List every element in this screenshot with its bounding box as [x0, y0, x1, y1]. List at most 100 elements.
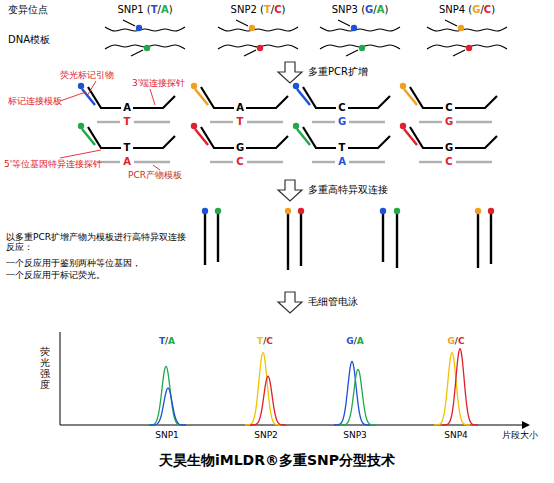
label: SNP3 — [343, 430, 367, 440]
ligation-product — [477, 214, 479, 268]
fluor-dot — [293, 83, 299, 89]
label: DNA模板 — [8, 34, 50, 46]
base-letter: A — [122, 156, 132, 168]
primer-arrow — [346, 50, 358, 56]
peak — [334, 361, 370, 425]
probe-3 — [246, 96, 288, 108]
label: SNP4 — [444, 430, 468, 440]
label-char: / — [373, 4, 376, 15]
label-char: ( — [361, 4, 365, 15]
label-char: P — [346, 4, 352, 15]
base-letter: G — [444, 142, 454, 154]
fluor-dot — [475, 208, 481, 214]
fluor-dot — [285, 208, 291, 214]
label-char: / — [158, 4, 161, 15]
label: T/C — [257, 336, 273, 346]
label-char: ) — [491, 4, 495, 15]
peak — [442, 349, 478, 425]
dna-strand — [218, 27, 298, 31]
dna-strand — [427, 27, 507, 31]
fluor-dot — [394, 208, 400, 214]
template — [419, 121, 442, 123]
label-char: N — [338, 4, 345, 15]
leader-line — [60, 150, 101, 158]
label: SNP3 (G/A) — [332, 4, 389, 16]
label: 5'等位基因特异连接探针 — [4, 159, 102, 169]
probe-3 — [348, 136, 390, 148]
label: G/A — [346, 336, 363, 346]
label: 以多重PCR扩增产物为模板进行高特异双连接反应： — [6, 232, 191, 253]
base-letter: A — [337, 156, 347, 168]
primer-arrow — [131, 50, 143, 56]
label: T/A — [159, 336, 175, 346]
label: 标记连接模板 — [8, 96, 62, 106]
label-char: C — [484, 4, 491, 15]
base-letter: T — [123, 142, 132, 154]
label: SNP2 (T/C) — [231, 4, 286, 16]
probe-3 — [455, 96, 497, 108]
label-char: N — [445, 4, 452, 15]
peak — [148, 366, 184, 425]
label-char: A — [168, 336, 175, 346]
label-char: G — [447, 336, 454, 346]
base-letter: C — [444, 102, 453, 114]
caption: 天昊生物iMLDR®多重SNP分型技术 — [0, 452, 554, 468]
fluor-dot — [78, 83, 84, 89]
base-letter: G — [235, 142, 245, 154]
label-char: G — [346, 336, 353, 346]
fluor-dot — [293, 123, 299, 129]
label: SNP1 — [155, 430, 179, 440]
fluor-dot — [380, 208, 386, 214]
label-char: 3 — [352, 4, 358, 15]
snp-dot — [249, 25, 255, 31]
template — [312, 161, 335, 163]
probe-3 — [246, 136, 288, 148]
probe-5 — [88, 127, 121, 148]
probe-3 — [348, 96, 390, 108]
base-letter: C — [444, 156, 453, 168]
template — [210, 121, 233, 123]
label-char — [257, 4, 260, 15]
snp-dot — [257, 45, 263, 51]
label-char: C — [266, 336, 273, 346]
template — [210, 161, 233, 163]
base-letter: C — [235, 156, 244, 168]
label: G/C — [447, 336, 464, 346]
primer-arrow — [445, 20, 457, 26]
base-letter: T — [123, 116, 132, 128]
label-char: / — [165, 336, 168, 346]
axis-arrow — [522, 421, 530, 429]
template — [349, 161, 385, 163]
label-char: A — [377, 4, 385, 15]
label-char: ) — [281, 4, 285, 15]
process-arrow — [278, 292, 302, 313]
ligation-product — [287, 214, 289, 270]
template — [349, 121, 385, 123]
template — [97, 121, 120, 123]
peak — [250, 376, 286, 425]
label-char: S — [439, 4, 445, 15]
template — [456, 121, 492, 123]
template — [312, 121, 335, 123]
label-char: 1 — [137, 4, 143, 15]
label-char: ( — [468, 4, 472, 15]
ligation-product — [300, 214, 302, 266]
label: 毛细管电泳 — [308, 296, 358, 308]
leader-line — [150, 89, 155, 105]
label: SNP2 — [254, 430, 278, 440]
base-letter: A — [122, 102, 132, 114]
label-char: C — [458, 336, 465, 346]
snp-dot — [136, 25, 142, 31]
label-char: A — [161, 4, 169, 15]
label-char: ) — [384, 4, 388, 15]
fluor-dot — [400, 123, 406, 129]
probe-5 — [88, 87, 121, 108]
base-letter: C — [337, 102, 346, 114]
process-arrow — [278, 62, 302, 83]
peak — [340, 369, 376, 425]
label-char: A — [357, 336, 364, 346]
fluor-dot — [400, 83, 406, 89]
ligation-product — [396, 214, 398, 268]
label: 片段大小 — [502, 430, 538, 440]
